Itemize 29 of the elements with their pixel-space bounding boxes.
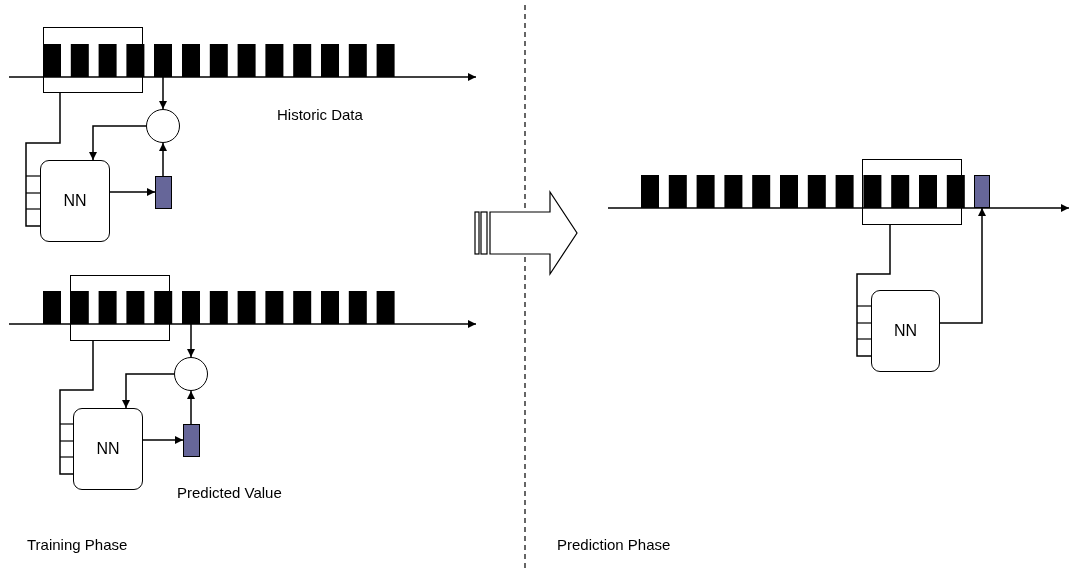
connector-line: [59, 340, 94, 475]
arrow: [142, 436, 184, 444]
connector-line: [856, 224, 891, 357]
network-box: NN: [871, 290, 940, 372]
data-bar: [154, 44, 172, 77]
arrow: [159, 142, 167, 177]
comparator-circle: [146, 109, 180, 143]
data-bar: [182, 291, 200, 324]
window-box: [43, 27, 143, 93]
network-box: NN: [73, 408, 143, 490]
arrow: [159, 76, 167, 110]
predicted-value-bar: [183, 424, 200, 457]
connector-line: [25, 92, 61, 227]
arrow: [122, 373, 175, 409]
phase-caption: Training Phase: [27, 536, 128, 553]
window-box: [70, 275, 170, 341]
arrow: [187, 390, 195, 425]
predicted-value-bar: [155, 176, 172, 209]
comparator-circle: [174, 357, 208, 391]
value-caption: Predicted Value: [177, 484, 282, 501]
predicted-value-bar: [974, 175, 990, 208]
arrow: [939, 207, 986, 324]
arrow: [187, 323, 195, 358]
window-box: [862, 159, 962, 225]
series-caption: Historic Data: [277, 106, 363, 123]
network-box: NN: [40, 160, 110, 242]
arrow: [89, 125, 147, 161]
arrow: [109, 188, 156, 196]
phase-caption: Prediction Phase: [557, 536, 671, 553]
